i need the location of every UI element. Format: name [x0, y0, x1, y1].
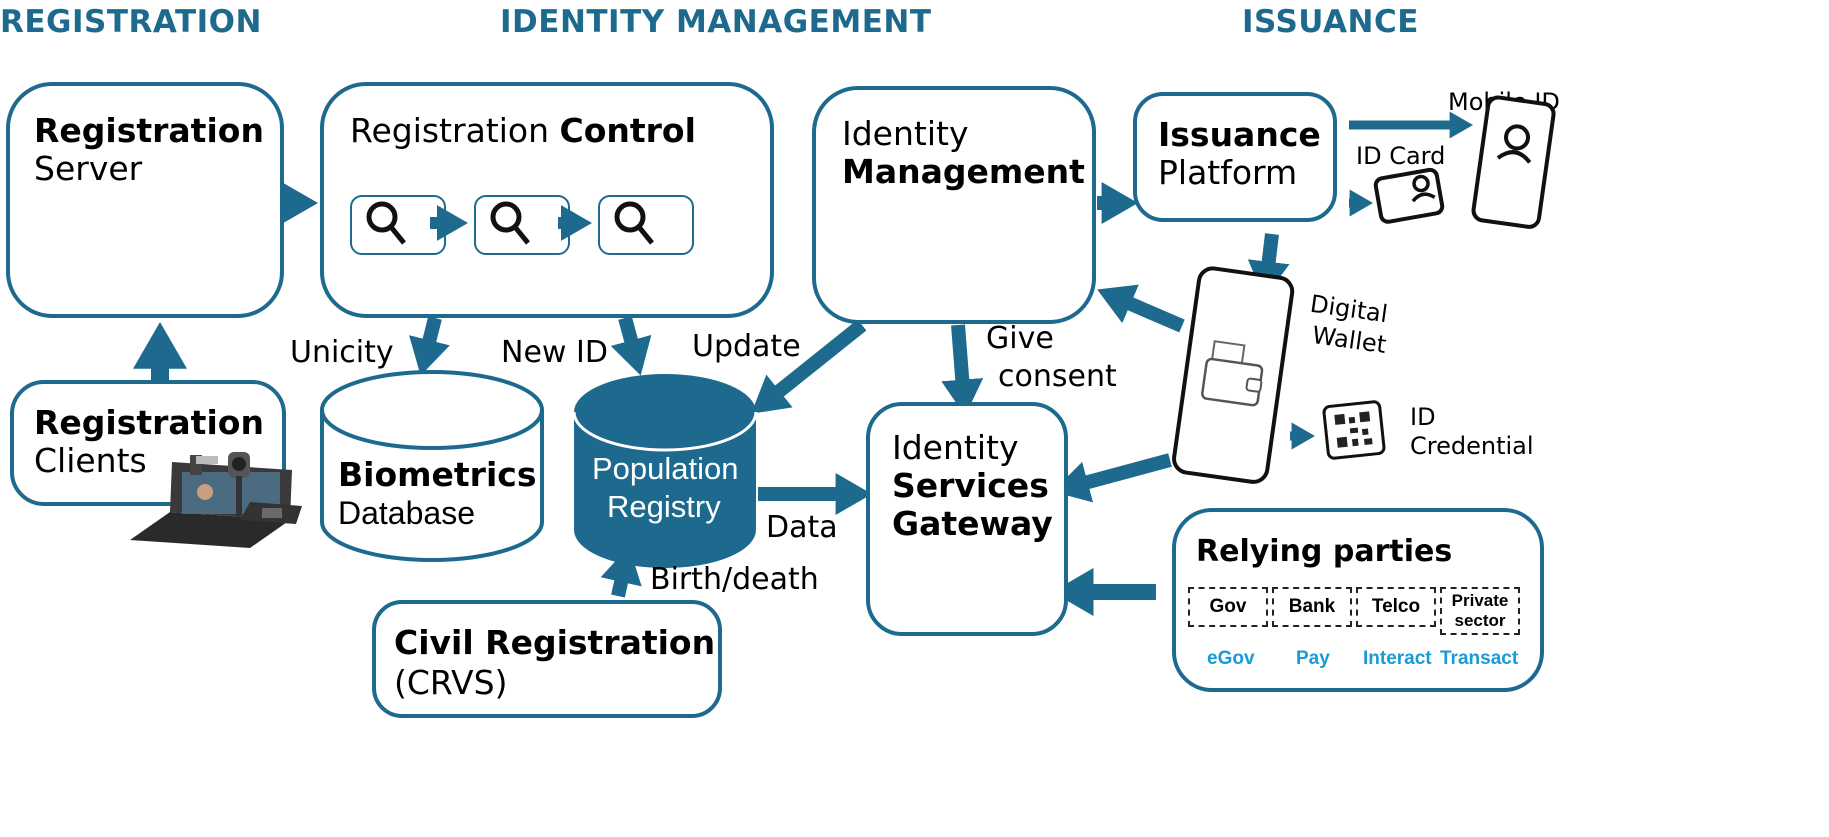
- label-give: Give: [986, 321, 1054, 356]
- biometrics-database-subtitle: Database: [338, 495, 475, 531]
- check-step-2: [474, 195, 570, 255]
- qr-code-icon: [1322, 400, 1386, 460]
- registration-server-box: [6, 82, 284, 318]
- label-data: Data: [766, 510, 838, 545]
- label-id-card: ID Card: [1356, 142, 1446, 170]
- header-identity-management: IDENTITY MANAGEMENT: [500, 4, 932, 40]
- arrow-birth-death: [600, 546, 642, 598]
- mobile-id-phone: [1471, 95, 1556, 229]
- header-registration: REGISTRATION: [0, 4, 262, 40]
- registration-clients-subtitle: Clients: [34, 441, 147, 480]
- relying-parties-title: Relying parties: [1196, 534, 1453, 569]
- relying-parties-box: [1172, 508, 1544, 692]
- verb-pay: Pay: [1296, 648, 1330, 669]
- arrow-give-consent: [941, 324, 984, 416]
- user-icon: [1411, 174, 1436, 203]
- identity-services-gateway-box: [866, 402, 1068, 636]
- registration-clients-box: [10, 380, 286, 506]
- identity-management-box: [812, 86, 1096, 324]
- verb-egov: eGov: [1207, 648, 1255, 669]
- verb-interact: Interact: [1363, 648, 1432, 669]
- population-registry-line1: Population: [592, 451, 739, 486]
- civil-registration-box: [372, 600, 722, 718]
- registration-clients-title: Registration: [34, 403, 264, 442]
- label-unicity: Unicity: [290, 335, 394, 370]
- civil-registration-subtitle: (CRVS): [394, 663, 508, 702]
- label-id: ID: [1410, 403, 1436, 431]
- gateway-line3: Gateway: [892, 504, 1053, 543]
- label-update: Update: [692, 329, 801, 364]
- label-birth-death: Birth/death: [650, 562, 819, 597]
- arrow-wallet-to-gateway: [1052, 453, 1172, 503]
- label-credential: Credential: [1410, 432, 1534, 460]
- issuance-platform-subtitle: Platform: [1158, 153, 1298, 192]
- registration-server-title: Registration: [34, 111, 264, 150]
- arrow-update: [751, 319, 867, 414]
- check-step-3: [598, 195, 694, 255]
- label-consent: consent: [998, 359, 1117, 394]
- identity-management-line2: Management: [842, 152, 1085, 191]
- digital-wallet-phone: [1172, 266, 1295, 484]
- gateway-line1: Identity: [892, 428, 1019, 467]
- magnifier-icon: [490, 201, 530, 245]
- arrow-unicity: [409, 316, 450, 376]
- magnifier-icon: [614, 201, 654, 245]
- civil-registration-title: Civil Registration: [394, 623, 716, 662]
- user-icon: [1496, 124, 1532, 164]
- party-telco: Telco: [1356, 587, 1436, 627]
- issuance-platform-title: Issuance: [1158, 115, 1321, 154]
- party-private-sector: Private sector: [1440, 587, 1520, 635]
- verb-transact: Transact: [1440, 648, 1519, 669]
- arrow-new-id: [610, 316, 652, 376]
- population-registry-cylinder: [572, 374, 758, 568]
- party-bank: Bank: [1272, 587, 1352, 627]
- biometrics-database-title: Biometrics: [338, 455, 537, 494]
- arrow-wallet-to-mgmt: [1097, 284, 1185, 333]
- header-issuance: ISSUANCE: [1242, 4, 1419, 40]
- wallet-icon: [1201, 340, 1264, 407]
- population-registry-line2: Registry: [607, 489, 721, 524]
- issuance-platform-box: [1133, 92, 1337, 222]
- id-card: [1373, 167, 1445, 224]
- biometrics-database-cylinder: [320, 370, 544, 562]
- party-gov: Gov: [1188, 587, 1268, 627]
- identity-management-line1: Identity: [842, 114, 969, 153]
- magnifier-icon: [366, 201, 406, 245]
- registration-control-title: Registration Control: [350, 111, 696, 150]
- label-new-id: New ID: [501, 335, 608, 370]
- registration-server-subtitle: Server: [34, 149, 143, 188]
- gateway-line2: Services: [892, 466, 1049, 505]
